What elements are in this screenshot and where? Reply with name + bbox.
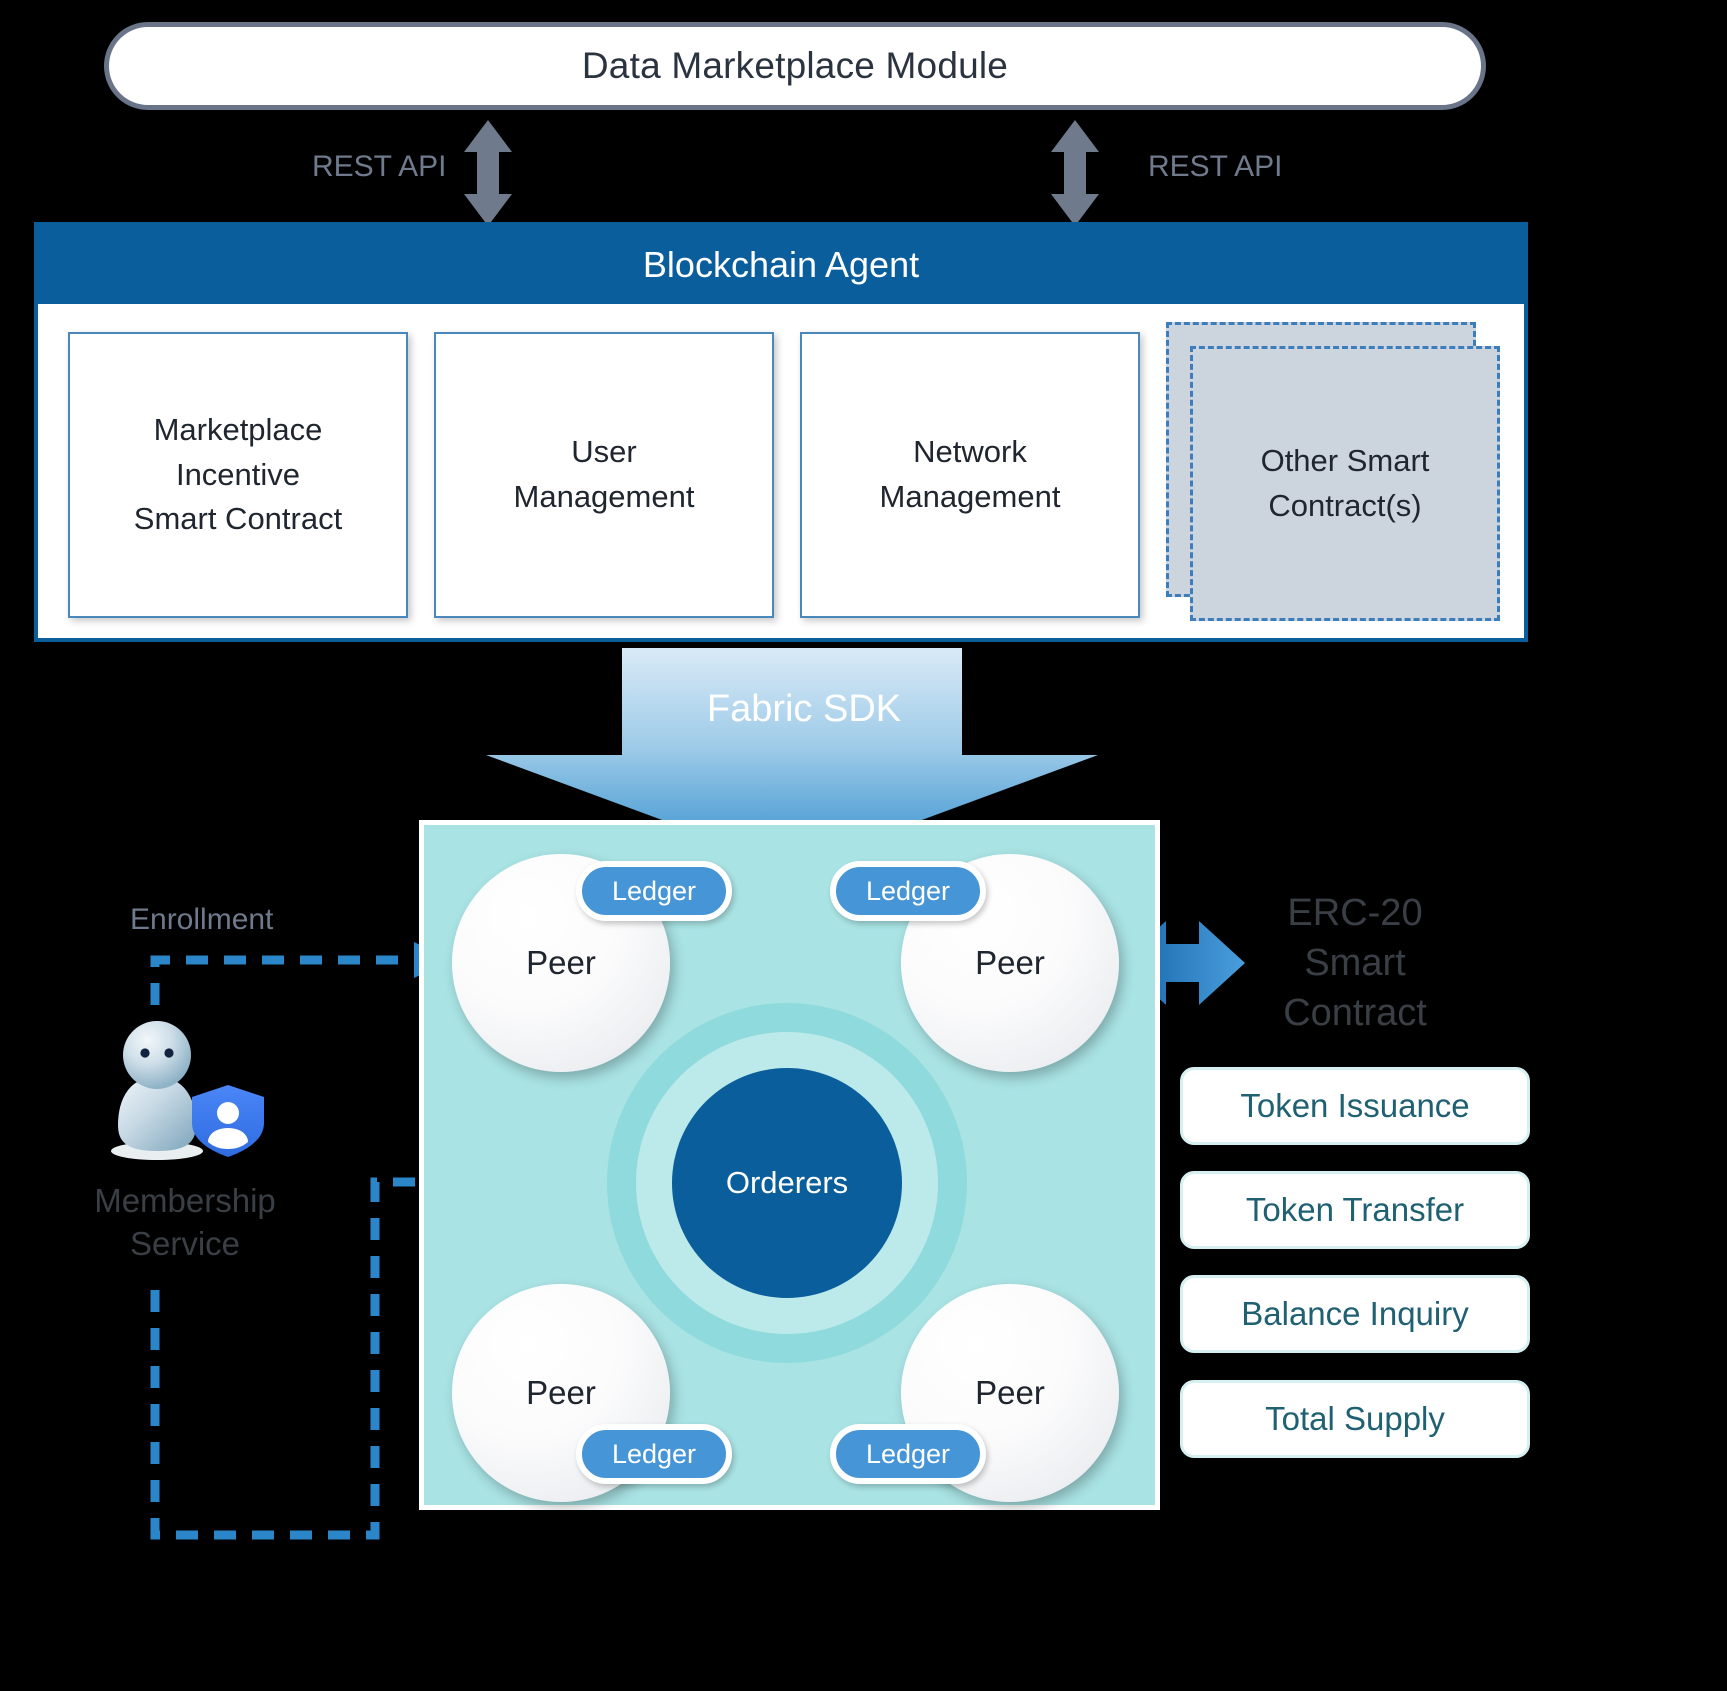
rest-api-arrow-right <box>1051 120 1099 226</box>
ledger-badge-top-left[interactable]: Ledger <box>576 861 732 921</box>
fabric-sdk-label: Fabric SDK <box>706 688 902 730</box>
ledger-label: Ledger <box>611 875 697 906</box>
ledger-badge-bottom-right[interactable]: Ledger <box>830 1424 986 1484</box>
erc20-function-token-issuance[interactable]: Token Issuance <box>1180 1067 1530 1145</box>
rest-api-label-right: REST API <box>1148 150 1283 183</box>
erc20-function-total-supply[interactable]: Total Supply <box>1180 1380 1530 1458</box>
peer-node-top-left[interactable]: Peer <box>452 854 670 1072</box>
ledger-label: Ledger <box>865 1438 951 1469</box>
erc20-function-label: Balance Inquiry <box>1241 1295 1469 1332</box>
enrollment-connector-peer <box>150 942 452 1005</box>
ledger-label: Ledger <box>611 1438 697 1469</box>
erc20-function-label: Token Issuance <box>1240 1087 1470 1124</box>
erc20-function-token-transfer[interactable]: Token Transfer <box>1180 1171 1530 1249</box>
membership-service-person-icon <box>100 1005 280 1165</box>
ledger-badge-top-right[interactable]: Ledger <box>830 861 986 921</box>
rest-api-label-left: REST API <box>312 150 447 183</box>
rest-api-arrow-left <box>464 120 512 226</box>
blockchain-agent-title: Blockchain Agent <box>642 244 920 285</box>
data-marketplace-module-label: Data Marketplace Module <box>581 45 1009 86</box>
enrollment-label: Enrollment <box>130 903 274 936</box>
peer-label: Peer <box>975 1374 1045 1411</box>
erc20-function-label: Token Transfer <box>1245 1191 1465 1228</box>
peer-label: Peer <box>526 944 596 981</box>
ledger-badge-bottom-left[interactable]: Ledger <box>576 1424 732 1484</box>
data-marketplace-module[interactable]: Data Marketplace Module <box>104 22 1486 110</box>
erc20-function-label: Total Supply <box>1265 1400 1445 1437</box>
erc20-function-balance-inquiry[interactable]: Balance Inquiry <box>1180 1275 1530 1353</box>
peer-label: Peer <box>526 1374 596 1411</box>
orderers-node[interactable]: Orderers <box>672 1068 902 1298</box>
blockchain-agent-title-bar: Blockchain Agent <box>38 226 1524 304</box>
orderers-label: Orderers <box>725 1165 849 1200</box>
ledger-label: Ledger <box>865 875 951 906</box>
peer-label: Peer <box>975 944 1045 981</box>
